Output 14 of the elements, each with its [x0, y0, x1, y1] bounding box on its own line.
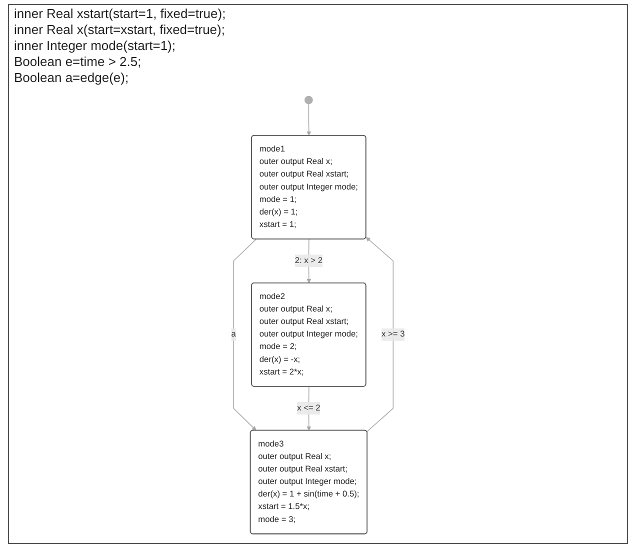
code-line: inner Real xstart(start=1, fixed=true);	[14, 6, 226, 22]
code-line: Boolean e=time > 2.5;	[14, 54, 142, 70]
code-line: Boolean a=edge(e);	[14, 70, 130, 86]
edge-label: a	[231, 330, 236, 339]
code-line: inner Real x(start=xstart, fixed=true);	[14, 22, 226, 38]
node-circle	[304, 96, 313, 104]
code-line: inner Integer mode(start=1);	[14, 38, 176, 54]
arrow	[233, 238, 257, 431]
arrow	[366, 237, 394, 432]
arrow	[306, 386, 312, 431]
edge-label: x >= 3	[382, 330, 405, 339]
edge-label: x <= 2	[297, 404, 320, 413]
edge-label: 2: x > 2	[294, 256, 323, 266]
arrow	[306, 104, 312, 136]
